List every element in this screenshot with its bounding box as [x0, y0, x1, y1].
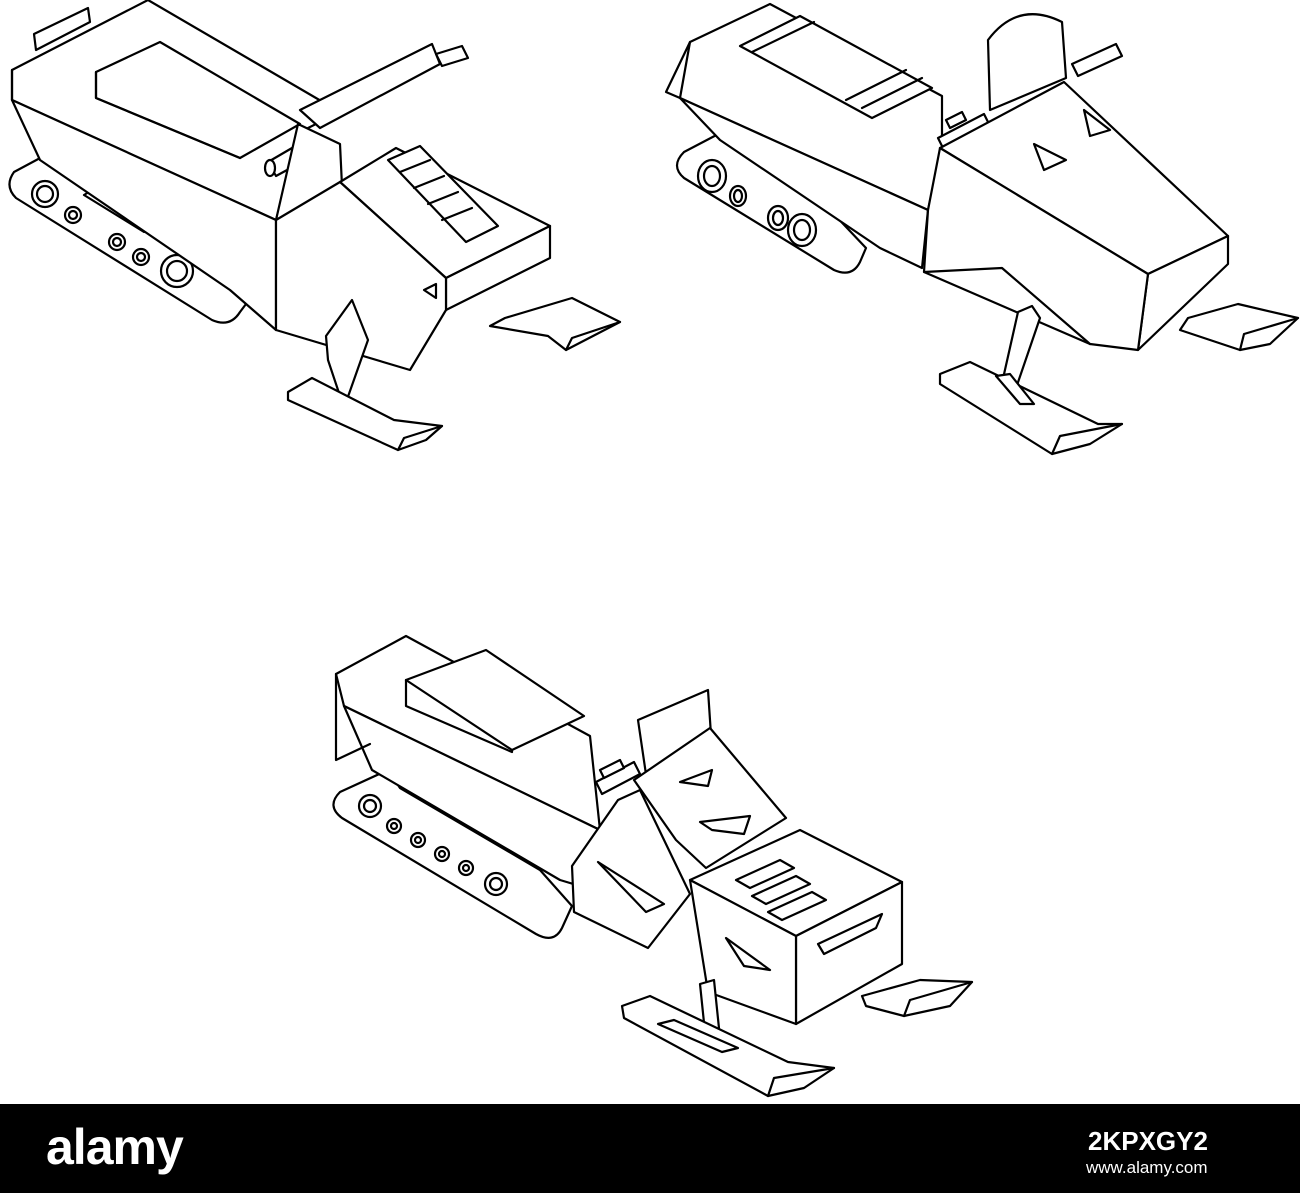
watermark-bar: alamy 2KPXGY2 www.alamy.com: [0, 1104, 1300, 1193]
cowl: [570, 726, 788, 950]
track: [332, 768, 574, 939]
snowmobile-top-right: [664, 2, 1300, 456]
left-ski: [938, 304, 1124, 456]
track: [675, 128, 868, 274]
body: [664, 2, 944, 270]
left-ski: [620, 978, 836, 1098]
windshield: [986, 13, 1068, 112]
right-ski: [488, 296, 622, 352]
right-ski: [1178, 302, 1300, 352]
hood: [274, 144, 552, 372]
snowmobile-top-left: [8, 0, 622, 452]
body: [334, 634, 602, 894]
hood: [688, 828, 904, 1026]
snowmobile-bottom-center: [332, 634, 974, 1098]
image-id: 2KPXGY2: [1088, 1126, 1208, 1156]
handlebar: [263, 42, 470, 178]
hood: [922, 80, 1230, 352]
brand-logo: alamy: [46, 1119, 184, 1175]
watermark-url: www.alamy.com: [1086, 1158, 1208, 1177]
left-ski: [286, 298, 444, 452]
rear-flap: [32, 6, 92, 52]
illustration-canvas: [8, 0, 1300, 1098]
handlebar: [594, 758, 642, 796]
right-ski: [860, 978, 974, 1018]
body: [10, 0, 342, 332]
